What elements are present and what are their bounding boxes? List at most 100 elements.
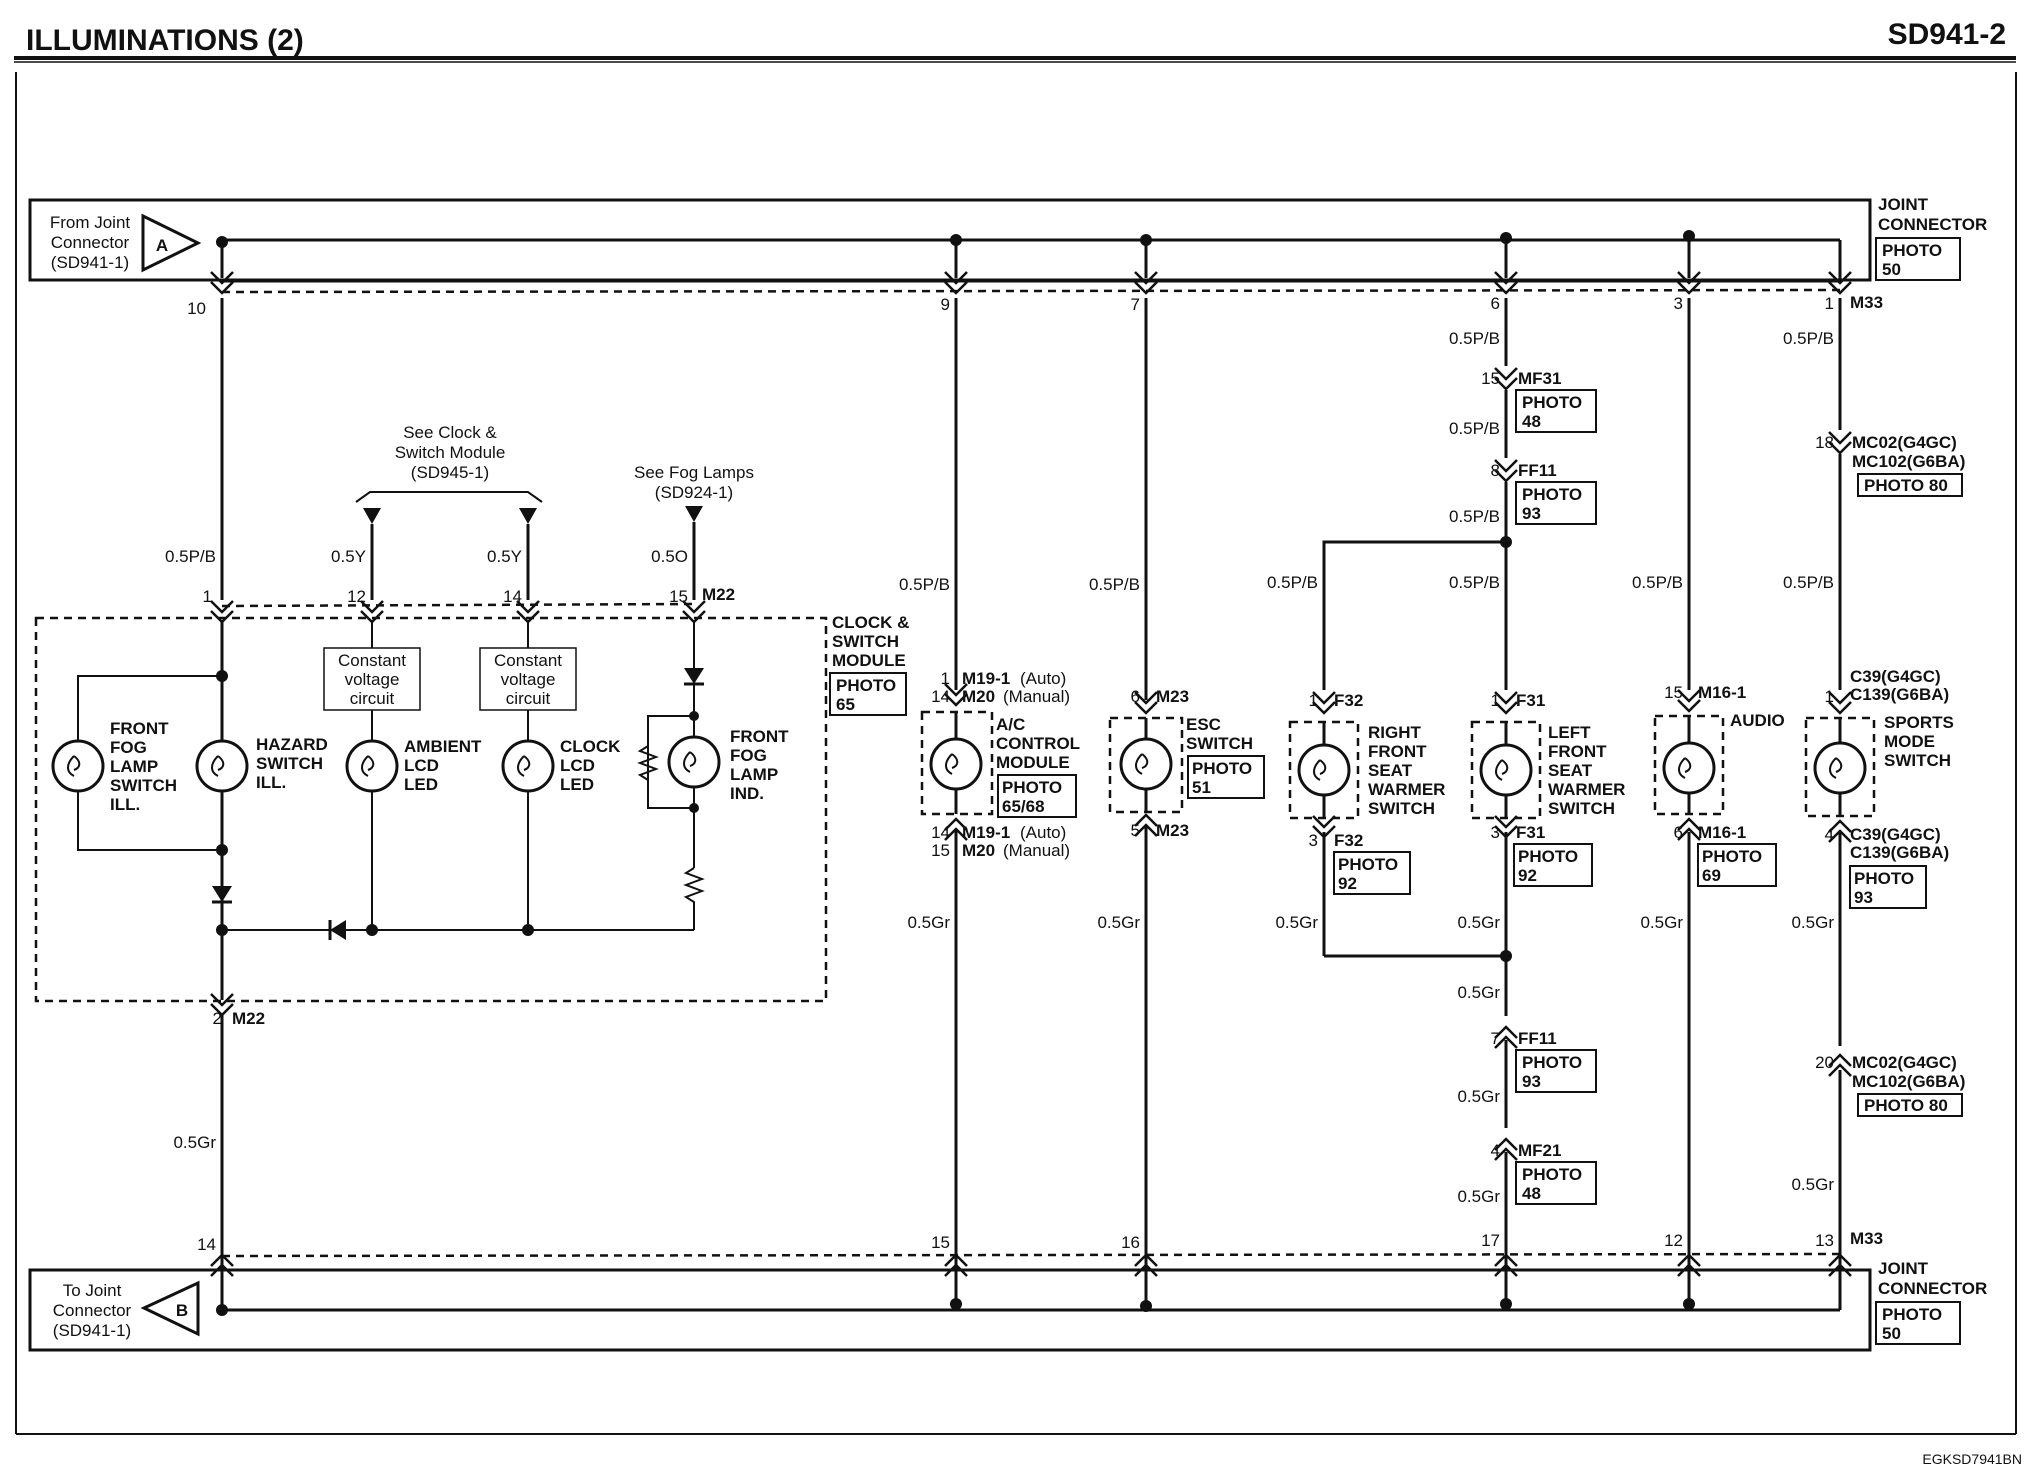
svg-text:SEAT: SEAT	[1368, 761, 1413, 780]
clk-label-3: MODULE	[832, 651, 906, 670]
svg-text:LED: LED	[404, 775, 438, 794]
clock-switch-module: 0.5P/B 1 See Clock & Switch Module (SD94…	[34, 298, 909, 1262]
svg-text:6: 6	[1674, 823, 1683, 842]
svg-text:14: 14	[931, 687, 950, 706]
hazard-label: HAZARD SWITCH ILL.	[256, 735, 328, 792]
svg-text:ILL.: ILL.	[110, 795, 140, 814]
svg-text:7: 7	[1491, 1029, 1500, 1048]
clk-wire-4: 0.5O	[651, 547, 688, 566]
svg-text:8: 8	[1491, 461, 1500, 480]
svg-text:1: 1	[941, 669, 950, 688]
pin-top-3: 3	[1674, 294, 1683, 313]
svg-text:(Manual): (Manual)	[1003, 687, 1070, 706]
svg-text:MODULE: MODULE	[996, 753, 1070, 772]
m33-top: M33	[1850, 293, 1883, 312]
svg-text:C139(G6BA): C139(G6BA)	[1850, 843, 1949, 862]
joint-photo-top-2: 50	[1882, 260, 1901, 279]
svg-text:MC02(G4GC): MC02(G4GC)	[1852, 1053, 1957, 1072]
svg-text:0.5Gr: 0.5Gr	[1457, 1187, 1500, 1206]
see-clock-3: (SD945-1)	[411, 463, 489, 482]
svg-text:93: 93	[1522, 504, 1541, 523]
svg-text:PHOTO: PHOTO	[1522, 393, 1582, 412]
svg-text:AUDIO: AUDIO	[1730, 711, 1785, 730]
const2-3: circuit	[506, 689, 551, 708]
svg-text:M16-1: M16-1	[1698, 823, 1746, 842]
svg-text:69: 69	[1702, 866, 1721, 885]
const1-2: voltage	[345, 670, 400, 689]
to-joint-2: Connector	[53, 1301, 132, 1320]
joint-photo-bottom-2: 50	[1882, 1324, 1901, 1343]
svg-text:CONTROL: CONTROL	[996, 734, 1080, 753]
pin-bot-16: 16	[1121, 1233, 1140, 1252]
svg-text:0.5P/B: 0.5P/B	[1449, 507, 1500, 526]
svg-text:WARMER: WARMER	[1548, 780, 1625, 799]
svg-text:PHOTO: PHOTO	[1522, 1165, 1582, 1184]
svg-text:ILL.: ILL.	[256, 773, 286, 792]
svg-text:FOG: FOG	[730, 746, 767, 765]
svg-text:0.5P/B: 0.5P/B	[1632, 573, 1683, 592]
svg-text:4: 4	[1825, 825, 1834, 844]
pin-top-1: 1	[1825, 294, 1834, 313]
svg-text:FRONT: FRONT	[110, 719, 169, 738]
joint-connector-bottom: B To Joint Connector (SD941-1) JOINT CON…	[28, 1259, 1987, 1352]
svg-text:IND.: IND.	[730, 784, 764, 803]
svg-text:SWITCH: SWITCH	[1186, 734, 1253, 753]
see-clock-1: See Clock &	[403, 423, 497, 442]
svg-text:M23: M23	[1156, 821, 1189, 840]
svg-text:ESC: ESC	[1186, 715, 1221, 734]
svg-text:0.5Gr: 0.5Gr	[1097, 913, 1140, 932]
esc-switch: 0.5P/B 0.5Gr 6 M23 5 M23 ESC SWITCH PHOT…	[1089, 298, 1265, 1262]
svg-text:5: 5	[1131, 821, 1140, 840]
svg-text:(Auto): (Auto)	[1020, 669, 1066, 688]
ambient-label: AMBIENT LCD LED	[404, 737, 482, 794]
fog-ind-label: FRONT FOG LAMP IND.	[730, 727, 789, 803]
clk-wire-1: 0.5P/B	[165, 547, 216, 566]
right-seat-lamp-icon	[1297, 743, 1351, 797]
svg-text:PHOTO: PHOTO	[1002, 778, 1062, 797]
svg-text:93: 93	[1854, 888, 1873, 907]
joint-label-2: CONNECTOR	[1878, 215, 1987, 234]
clk-bot-m22: M22	[232, 1009, 265, 1028]
svg-text:FRONT: FRONT	[1548, 742, 1607, 761]
svg-text:MC02(G4GC): MC02(G4GC)	[1852, 433, 1957, 452]
joint-bottom-label-1: JOINT	[1878, 1259, 1929, 1278]
svg-text:0.5Gr: 0.5Gr	[1275, 913, 1318, 932]
svg-text:FOG: FOG	[110, 738, 147, 757]
const1-1: Constant	[338, 651, 406, 670]
svg-text:FRONT: FRONT	[1368, 742, 1427, 761]
pin-top-9: 9	[941, 295, 950, 314]
svg-text:PHOTO: PHOTO	[1854, 869, 1914, 888]
left-seat-lamp-icon	[1479, 743, 1533, 797]
svg-text:0.5Gr: 0.5Gr	[1457, 913, 1500, 932]
to-joint-3: (SD941-1)	[53, 1321, 131, 1340]
svg-text:HAZARD: HAZARD	[256, 735, 328, 754]
page-code: SD941-2	[1888, 18, 2006, 51]
svg-text:65/68: 65/68	[1002, 797, 1045, 816]
svg-text:51: 51	[1192, 778, 1211, 797]
svg-text:SWITCH: SWITCH	[110, 776, 177, 795]
from-joint-2: Connector	[51, 233, 130, 252]
esc-lamp-icon	[1119, 737, 1173, 791]
left-seat-warmer-switch: 1 F31 3 F31 PHOTO 92 LEFT FRONT SEAT WAR…	[1470, 690, 1625, 887]
svg-text:0.5Gr: 0.5Gr	[1791, 1175, 1834, 1194]
svg-text:MF31: MF31	[1518, 369, 1561, 388]
svg-text:WARMER: WARMER	[1368, 780, 1445, 799]
svg-text:0.5P/B: 0.5P/B	[1449, 419, 1500, 438]
top-bus-taps	[209, 230, 1853, 295]
svg-text:C139(G6BA): C139(G6BA)	[1850, 685, 1949, 704]
fog-switch-label: FRONT FOG LAMP SWITCH ILL.	[110, 719, 177, 814]
svg-text:M20: M20	[962, 841, 995, 860]
svg-text:(Auto): (Auto)	[1020, 823, 1066, 842]
svg-text:SWITCH: SWITCH	[1548, 799, 1615, 818]
svg-text:LED: LED	[560, 775, 594, 794]
svg-text:SPORTS: SPORTS	[1884, 713, 1954, 732]
svg-text:LEFT: LEFT	[1548, 723, 1591, 742]
clk-wire-3: 0.5Y	[487, 547, 522, 566]
svg-text:PHOTO: PHOTO	[1338, 855, 1398, 874]
svg-text:FF11: FF11	[1518, 1029, 1557, 1048]
arrow-b-label: B	[176, 1301, 188, 1320]
svg-text:M19-1: M19-1	[962, 823, 1010, 842]
svg-text:PHOTO 80: PHOTO 80	[1864, 1096, 1948, 1115]
svg-text:15: 15	[1481, 369, 1500, 388]
svg-text:MF21: MF21	[1518, 1141, 1561, 1160]
